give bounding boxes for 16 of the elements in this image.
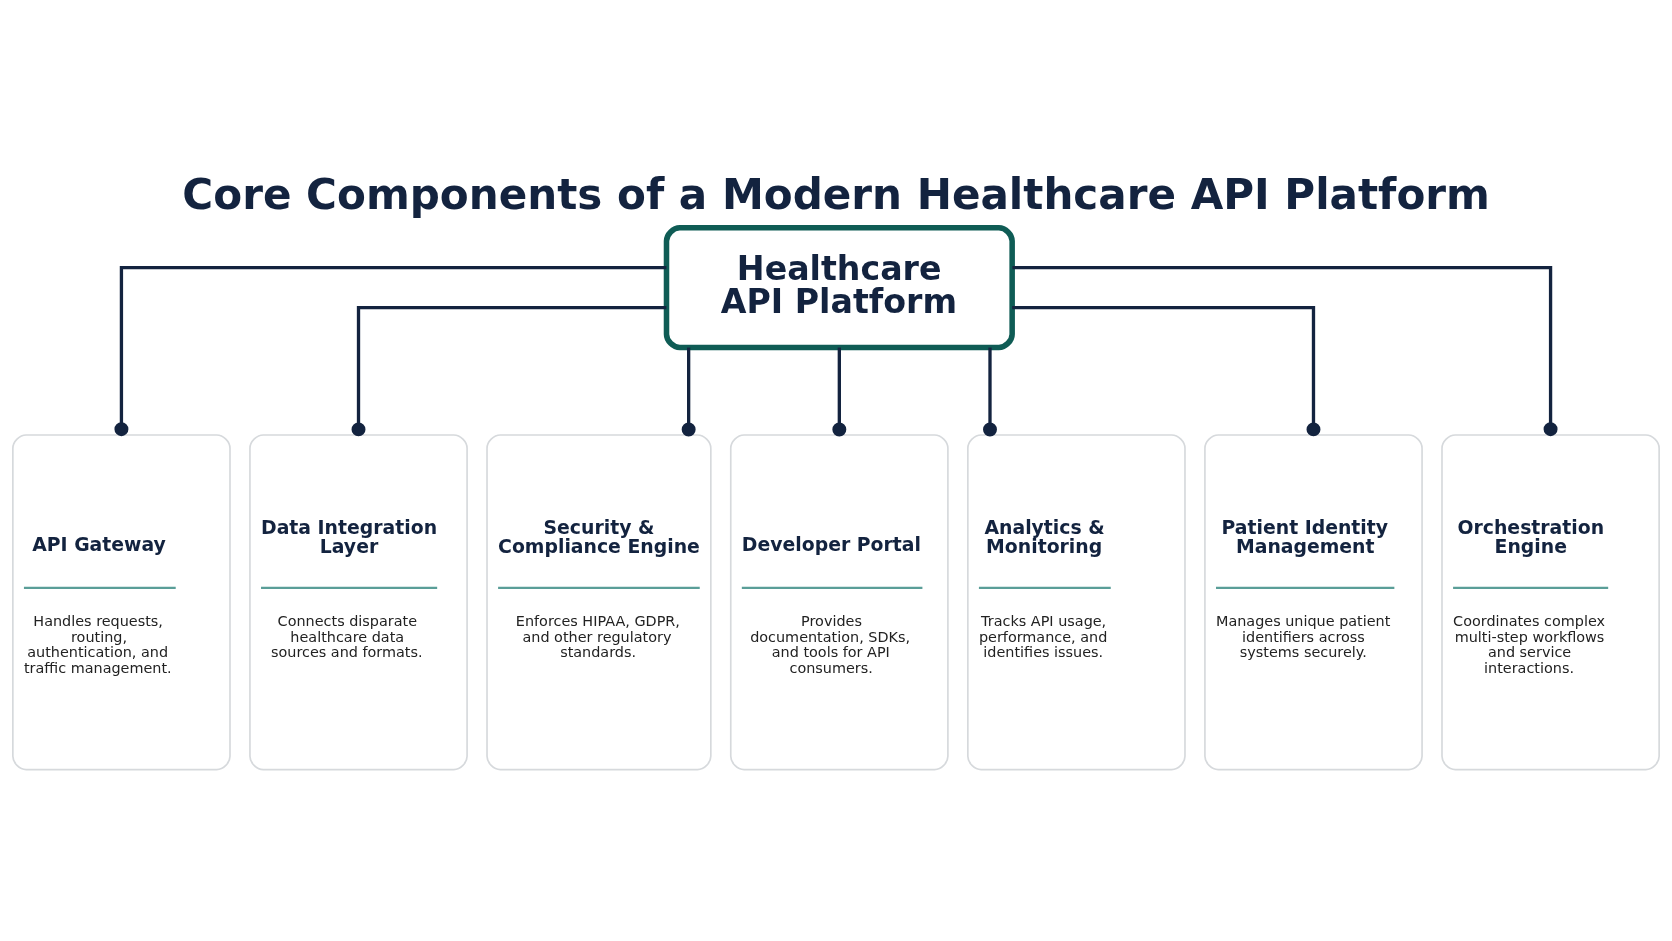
connector bbox=[351, 305, 667, 436]
node-box: Patient Identity Management Manages unique patient identifiers across systems securely. bbox=[1204, 433, 1423, 770]
connector bbox=[1012, 265, 1558, 436]
diagram-title: Core Components of a Modern Healthcare API Platform bbox=[182, 169, 1490, 219]
node-box: Analytics & Monitoring Tracks API usage, performance, and identifies issues. bbox=[967, 433, 1186, 770]
node-box: API Gateway Handles requests, routing, authentication, and traffic management. bbox=[12, 433, 231, 770]
node-box: Orchestration Engine Coordinates complex multi-step workflows and service interactions. bbox=[1441, 433, 1660, 770]
node-box: Security & Compliance Engine Enforces HIPAA, GDPR, and other regulatory standards. bbox=[486, 433, 712, 770]
connector bbox=[681, 347, 696, 436]
connector bbox=[983, 347, 997, 436]
connector bbox=[832, 347, 847, 436]
node-box: Healthcare API Platform bbox=[663, 224, 1015, 350]
node-box: Developer Portal Provides documentation, SDKs, and tools for API consumers. bbox=[729, 433, 949, 770]
connector bbox=[1012, 305, 1321, 436]
connector bbox=[114, 265, 667, 436]
node-box: Data Integration Layer Connects disparate healthcare data sources and formats. bbox=[249, 433, 468, 770]
